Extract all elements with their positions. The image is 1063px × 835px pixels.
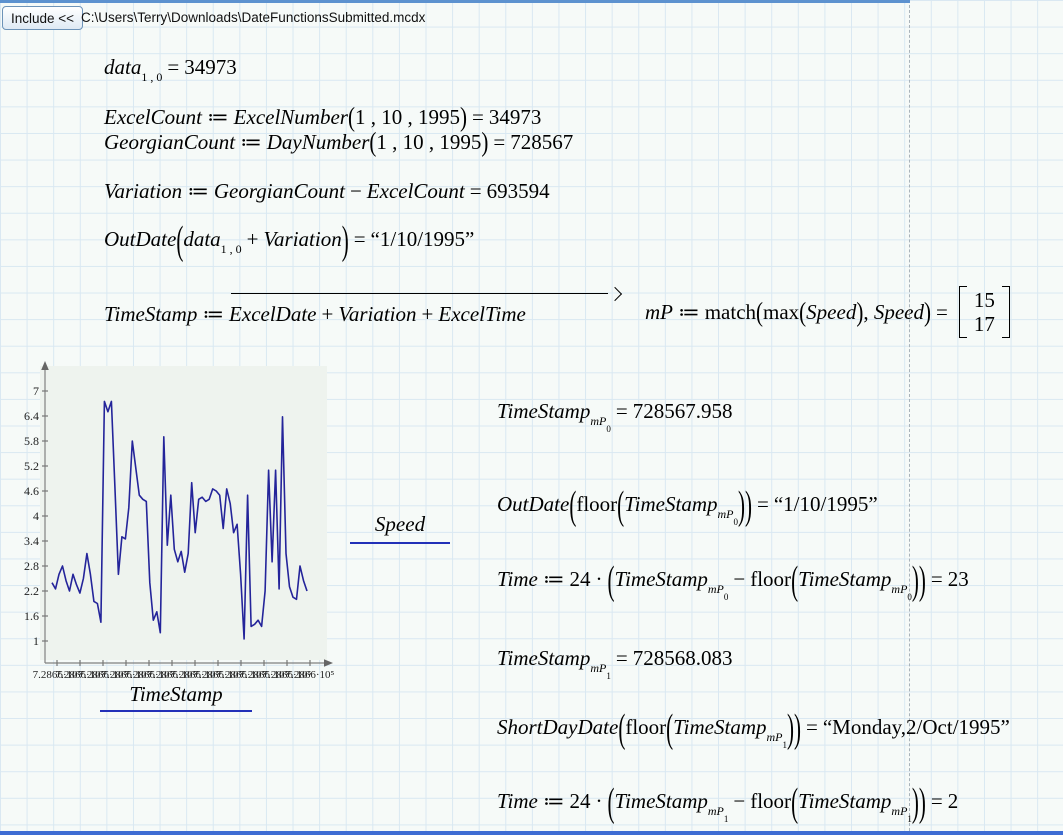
math-region-outdate[interactable]: OutDate(data1 , 0+Variation)=“1/10/1995” xyxy=(104,217,475,263)
page-break-dashed-line xyxy=(909,0,910,831)
svg-text:7.2866·10⁵: 7.2866·10⁵ xyxy=(148,669,197,681)
chart-y-axis-label[interactable]: Speed xyxy=(350,512,450,544)
svg-text:2.2: 2.2 xyxy=(24,584,39,598)
include-collapse-button[interactable]: Include << xyxy=(2,6,84,30)
svg-text:1.6: 1.6 xyxy=(24,609,39,623)
svg-text:7.2866·10⁵: 7.2866·10⁵ xyxy=(171,669,220,681)
svg-text:2.8: 2.8 xyxy=(24,559,39,573)
included-file-path: C:\Users\Terry\Downloads\DateFunctionsSu… xyxy=(81,10,426,25)
svg-text:6.4: 6.4 xyxy=(24,409,39,423)
math-region-variation[interactable]: Variation≔GeorgianCount−ExcelCount=69359… xyxy=(104,179,550,203)
matrix-column: 15 17 xyxy=(967,286,1002,338)
math-region-timestamp-def[interactable]: TimeStamp≔ExcelDate+Variation+ExcelTime xyxy=(104,286,622,329)
svg-text:7.2866·10⁵: 7.2866·10⁵ xyxy=(79,669,128,681)
svg-text:7.2866·10⁵: 7.2866·10⁵ xyxy=(217,669,266,681)
svg-text:7.2866·10⁵: 7.2866·10⁵ xyxy=(286,669,335,681)
speed-chart-svg[interactable]: 76.45.85.24.643.42.82.21.617.2866·10⁵7.2… xyxy=(20,360,360,685)
svg-text:3.4: 3.4 xyxy=(24,534,39,548)
math-region-shortdaydate-mp1[interactable]: ShortDayDate(floor(TimeStampmP1))=“Monda… xyxy=(497,705,1010,751)
matrix-bracket-right xyxy=(1001,286,1010,338)
svg-text:7.2866·10⁵: 7.2866·10⁵ xyxy=(33,669,82,681)
svg-text:7.2866·10⁵: 7.2866·10⁵ xyxy=(194,669,243,681)
include-region-top-border xyxy=(0,0,910,3)
math-region-time-mp1[interactable]: Time≔24·(TimeStampmP1−floor(TimeStampmP1… xyxy=(497,779,959,825)
result-matrix: 15 17 xyxy=(958,286,1010,338)
matrix-cell: 17 xyxy=(973,312,995,336)
vectorize-arrow-line xyxy=(231,293,608,294)
timestamp-rhs: ExcelDate+Variation+ExcelTime xyxy=(229,302,526,326)
svg-text:4: 4 xyxy=(33,509,39,523)
timestamp-lhs: TimeStamp≔ xyxy=(104,302,225,326)
vectorize-arrow: ExcelDate+Variation+ExcelTime xyxy=(229,286,622,329)
svg-text:7.2866·10⁵: 7.2866·10⁵ xyxy=(240,669,289,681)
svg-text:7.2866·10⁵: 7.2866·10⁵ xyxy=(102,669,151,681)
math-region-time-mp0[interactable]: Time≔24·(TimeStampmP0−floor(TimeStampmP0… xyxy=(497,557,969,603)
math-region-excelcount[interactable]: ExcelCount≔ExcelNumber(1 , 10 , 1995)=34… xyxy=(104,101,542,133)
math-region-mp-match[interactable]: mP≔match(max(Speed), Speed)= 15 17 xyxy=(645,286,1010,338)
vectorize-arrowhead-icon xyxy=(607,286,622,301)
svg-text:7: 7 xyxy=(33,384,39,398)
svg-text:7.2866·10⁵: 7.2866·10⁵ xyxy=(125,669,174,681)
math-region-georgiancount[interactable]: GeorgianCount≔DayNumber(1 , 10 , 1995)=7… xyxy=(104,126,574,158)
matrix-cell: 15 xyxy=(973,288,995,312)
chart-x-axis-label[interactable]: TimeStamp xyxy=(100,682,252,712)
mp-expression: mP≔match(max(Speed), Speed)= xyxy=(645,296,948,328)
math-region-timestamp-mp1[interactable]: TimeStampmP1=728568.083 xyxy=(497,646,733,681)
svg-text:5.2: 5.2 xyxy=(24,459,39,473)
svg-text:5.8: 5.8 xyxy=(24,434,39,448)
svg-text:7.2866·10⁵: 7.2866·10⁵ xyxy=(56,669,105,681)
svg-text:4.6: 4.6 xyxy=(24,484,39,498)
math-region-outdate-mp0[interactable]: OutDate(floor(TimeStampmP0))=“1/10/1995” xyxy=(497,482,878,528)
svg-text:1: 1 xyxy=(33,634,39,648)
math-region-data[interactable]: data1 , 0=34973 xyxy=(104,55,237,84)
matrix-bracket-left xyxy=(958,286,967,338)
math-region-timestamp-mp0[interactable]: TimeStampmP0=728567.958 xyxy=(497,399,733,434)
svg-text:7.2866·10⁵: 7.2866·10⁵ xyxy=(263,669,312,681)
include-region-bottom-border xyxy=(0,831,1063,835)
